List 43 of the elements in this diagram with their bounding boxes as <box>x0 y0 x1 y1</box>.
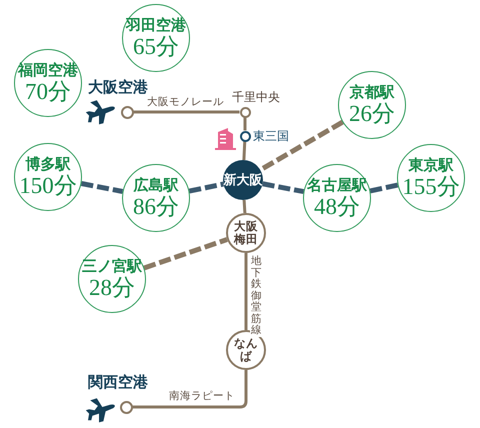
station-name: 東京駅 <box>408 157 454 174</box>
station-circle <box>226 213 266 253</box>
station-name: 千里中央 <box>232 89 280 106</box>
route-line <box>132 370 248 408</box>
travel-time: 48分 <box>314 194 360 219</box>
station-name: 三ノ宮駅 <box>82 258 142 275</box>
line-name: 地下鉄御堂筋線 <box>250 256 262 337</box>
station-name: 羽田空港 <box>126 17 186 34</box>
station-name: 博多駅 <box>26 156 70 173</box>
travel-time: 70分 <box>25 78 71 104</box>
station-name: 東三国 <box>253 128 289 145</box>
travel-time: 65分 <box>133 34 179 59</box>
airport-name: 大阪空港 <box>88 78 148 96</box>
station-dot <box>120 400 132 414</box>
route-line <box>242 141 246 160</box>
railway-line <box>80 181 124 194</box>
railway-line <box>143 237 228 270</box>
station-name: 名古屋駅 <box>307 177 367 194</box>
railway-line <box>262 181 304 194</box>
station-name: 大阪梅田 <box>232 220 259 246</box>
hub-station-circle <box>223 160 263 200</box>
railway-line <box>370 182 398 194</box>
station-name: 新大阪 <box>224 172 262 189</box>
travel-time: 26分 <box>349 100 395 126</box>
station-dot <box>240 106 250 118</box>
station-name: 福岡空港 <box>18 62 78 79</box>
line-name: 大阪モノレール <box>146 95 225 109</box>
travel-time: 28分 <box>89 274 135 300</box>
route-line <box>134 110 240 114</box>
station-name: 広島駅 <box>134 177 178 194</box>
travel-time: 150分 <box>19 172 77 198</box>
railway-line <box>259 120 344 172</box>
travel-time: 86分 <box>133 194 179 219</box>
route-line <box>242 200 246 214</box>
route-line <box>244 253 248 330</box>
station-dot <box>120 106 134 118</box>
airport-name: 関西空港 <box>88 373 148 392</box>
station-dot <box>240 130 250 142</box>
station-name: 京都駅 <box>350 84 394 101</box>
route-line <box>244 118 246 130</box>
travel-time: 155分 <box>402 174 460 199</box>
station-name: なんば <box>232 336 259 364</box>
railway-line <box>188 182 224 194</box>
